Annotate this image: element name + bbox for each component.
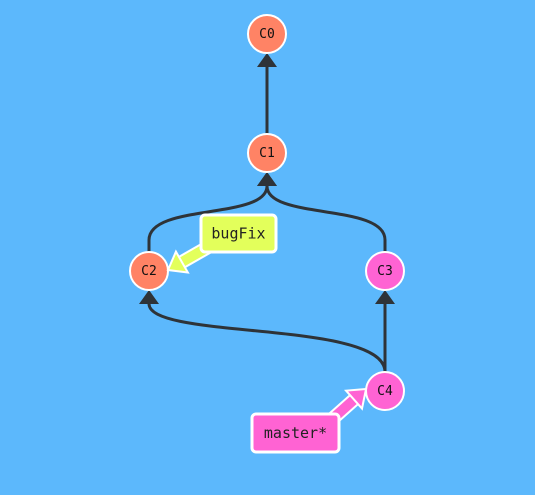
commit-label-c1: C1 (259, 146, 275, 161)
commit-circle-c3 (365, 251, 405, 291)
branch-arrow-head-bugfix (166, 249, 190, 274)
branches-layer: bugFix master* (166, 213, 368, 454)
commit-node-c0: C0 (247, 14, 287, 54)
edge-c2-to-c1 (147, 185, 269, 252)
branch-label-box-master (250, 412, 341, 454)
edge-arrowhead-c3-c1 (257, 172, 277, 186)
branch-tag-master: master* (250, 387, 368, 454)
commit-circle-c0 (247, 14, 287, 54)
branch-label-box-bugfix (199, 213, 278, 254)
branch-label-bugfix: bugFix (211, 225, 265, 243)
commit-node-c4: C4 (365, 371, 405, 411)
commit-node-c3: C3 (365, 251, 405, 291)
edge-arrowhead-c4-c2 (139, 290, 159, 304)
commit-label-c0: C0 (259, 27, 275, 42)
branch-arrow-head-master (343, 387, 368, 411)
branch-tag-bugfix: bugFix (166, 213, 278, 274)
commit-node-c2: C2 (129, 251, 169, 291)
edges-layer (139, 53, 395, 373)
edge-c4-to-c2 (147, 303, 387, 373)
commit-circle-c1 (247, 133, 287, 173)
commit-label-c4: C4 (377, 384, 393, 399)
edge-arrowhead-c1-c0 (257, 53, 277, 67)
commit-label-c2: C2 (141, 264, 157, 279)
commit-node-c1: C1 (247, 133, 287, 173)
commit-label-c3: C3 (377, 264, 393, 279)
edge-arrowhead-c4-c3 (375, 290, 395, 304)
branch-label-master: master* (264, 424, 327, 442)
edge-c3-to-c1 (265, 185, 387, 252)
